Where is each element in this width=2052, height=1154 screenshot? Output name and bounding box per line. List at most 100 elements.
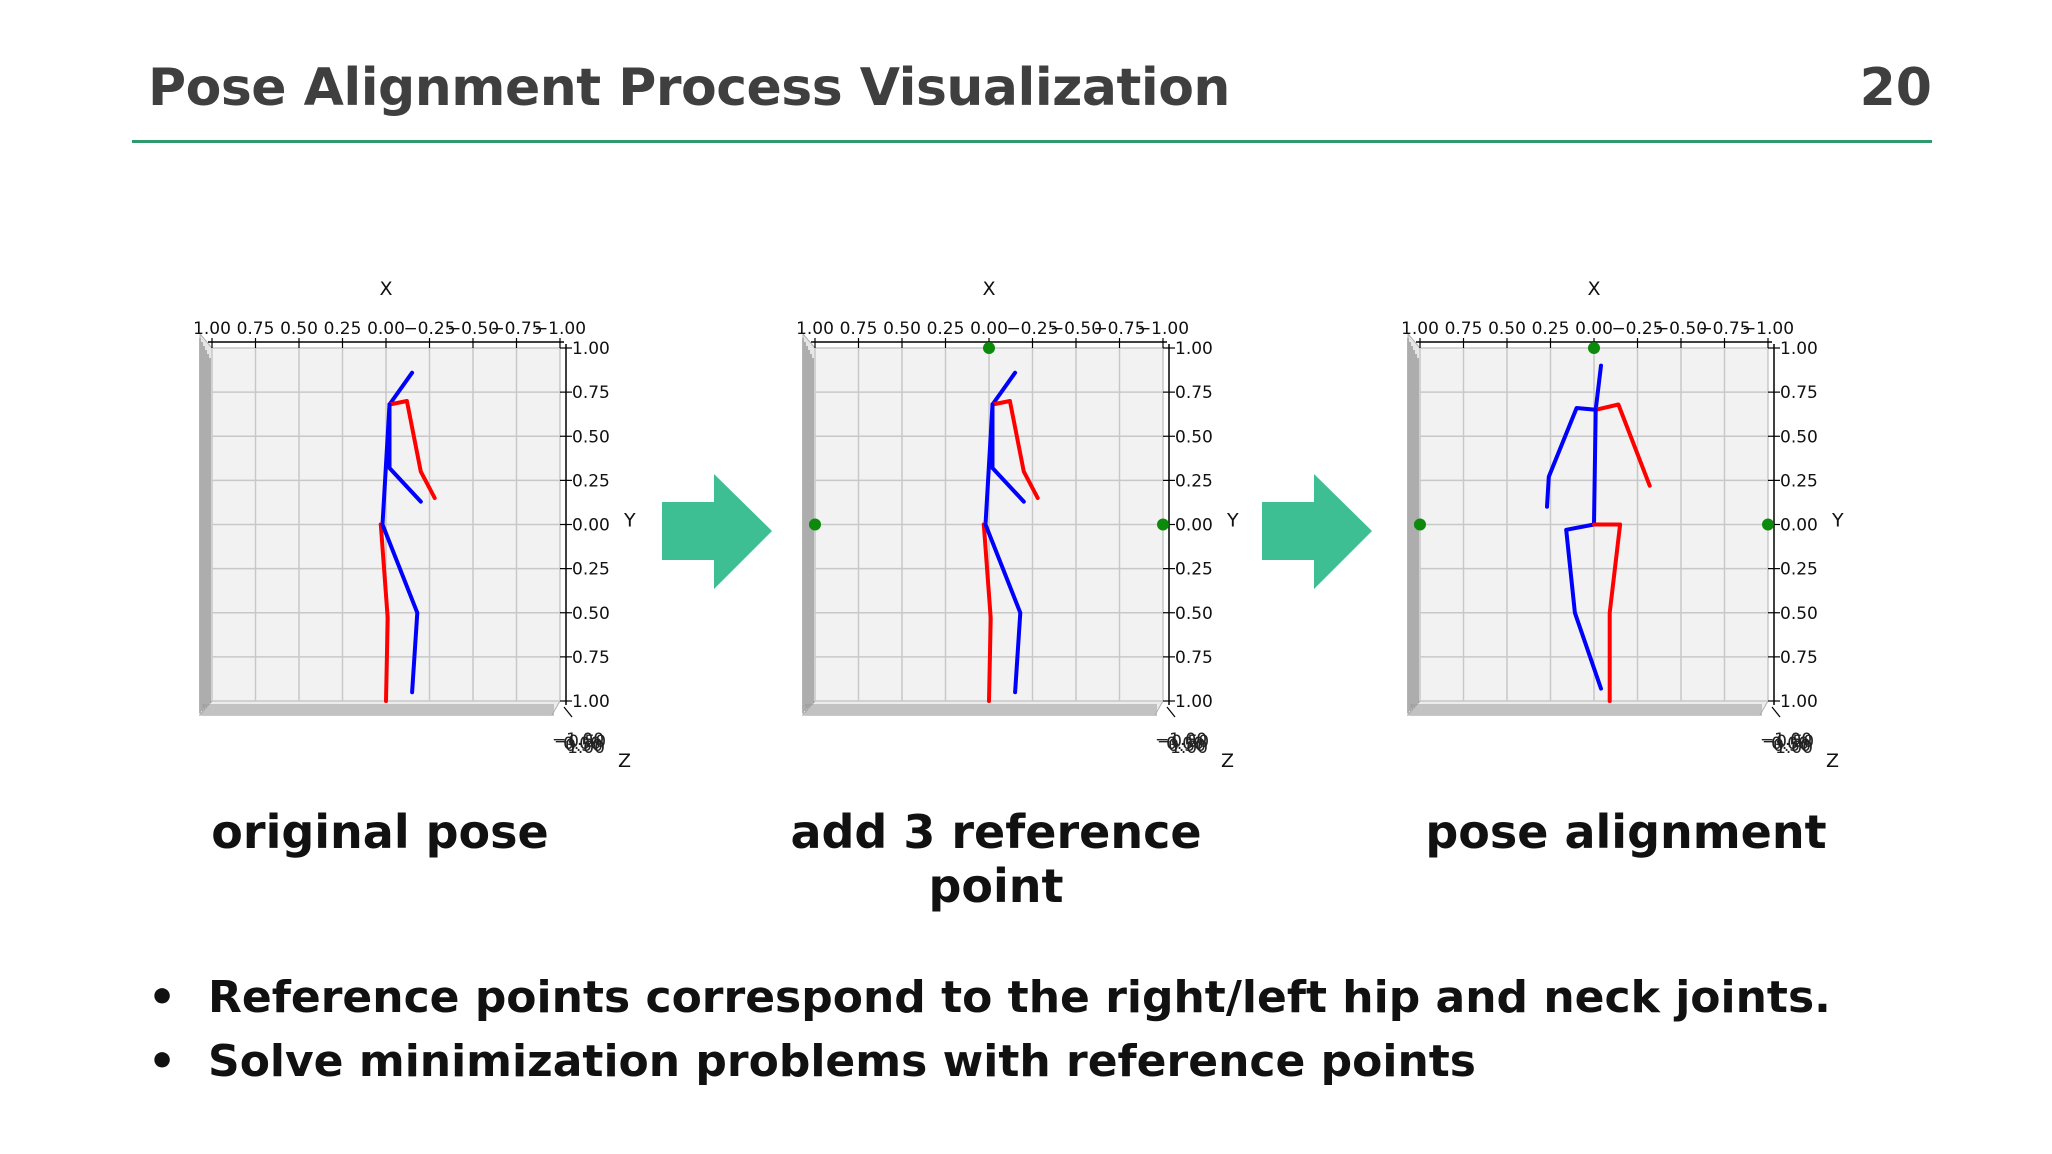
z-tick-label: −0.50 (1762, 732, 1814, 752)
skeleton-segment (1545, 406, 1598, 509)
bullet-text: Solve minimization problems with referen… (208, 1036, 1476, 1087)
page-number: 20 (1859, 58, 1932, 118)
reference-point (1414, 518, 1426, 531)
bullet-list: • Reference points correspond to the rig… (140, 966, 1831, 1094)
z-tick-label: −0.50 (554, 732, 606, 752)
z-axis-label: Z (1826, 750, 1839, 772)
y-tick-label: 0.75 (572, 383, 610, 403)
x-tick-label: −0.75 (1093, 319, 1145, 339)
x-tick-label: 1.00 (1401, 319, 1439, 339)
z-tick-label: −1.00 (1155, 730, 1207, 750)
arrow-shape (662, 474, 772, 589)
x-tick-label: 0.00 (970, 319, 1008, 339)
skeleton-segment (990, 399, 1040, 500)
y-tick-label: 0.25 (1175, 471, 1213, 491)
y-tick-label: 0.75 (1175, 648, 1213, 668)
y-tick-label: 1.00 (1780, 339, 1818, 359)
x-tick-label: 0.25 (324, 319, 362, 339)
x-tick-label: 0.75 (840, 319, 878, 339)
skeleton-segment (983, 402, 995, 527)
x-tick-label: −0.75 (490, 319, 542, 339)
x-tick-label: −0.25 (1611, 319, 1663, 339)
z-axis-line (1771, 706, 1781, 718)
skeleton-segment (387, 399, 437, 500)
z-tick-label: −0.50 (1157, 732, 1209, 752)
x-tick-label: 0.25 (1532, 319, 1570, 339)
x-tick-label: 0.00 (367, 319, 405, 339)
x-tick-label: 0.50 (280, 319, 318, 339)
y-tick-label: 1.00 (1175, 339, 1213, 359)
bullet-marker: • (148, 1036, 177, 1087)
z-tick-label: −1.00 (552, 730, 604, 750)
z-tick-label: 0.50 (565, 736, 603, 756)
arrow-shape (1262, 474, 1372, 589)
y-axis-label: Y (623, 510, 636, 532)
x-tick-label: 1.00 (796, 319, 834, 339)
skeleton-segment (387, 370, 415, 407)
reference-point (983, 342, 995, 354)
z-tick-label: 0.50 (1168, 736, 1206, 756)
title-underline (132, 140, 1932, 143)
y-tick-label: 0.75 (1780, 383, 1818, 403)
x-tick-label: −0.50 (1655, 319, 1707, 339)
x-axis-label: X (379, 278, 392, 300)
z-tick-label: 0.00 (1771, 734, 1809, 754)
skeleton-segment (1593, 402, 1652, 488)
caption-original-pose: original pose (211, 805, 549, 859)
z-axis-line (563, 706, 573, 718)
caption-pose-alignment: pose alignment (1425, 805, 1827, 859)
x-tick-label: −0.50 (447, 319, 499, 339)
caption-add-reference: add 3 reference point (790, 805, 1202, 913)
y-tick-label: 1.00 (1780, 692, 1818, 712)
reference-point (1157, 518, 1169, 531)
skeleton-segment (380, 522, 420, 695)
x-axis-label: X (982, 278, 995, 300)
x-tick-label: −1.00 (1137, 319, 1189, 339)
bullet-item: • Solve minimization problems with refer… (140, 1030, 1831, 1094)
z-tick-label: 0.50 (1773, 736, 1811, 756)
skeleton-segment (1564, 522, 1603, 691)
skeleton-segment (1593, 363, 1603, 412)
y-tick-label: 0.00 (1175, 516, 1213, 536)
y-axis-label: Y (1226, 510, 1239, 532)
right-arrow-icon (662, 474, 772, 589)
y-tick-label: 0.00 (572, 516, 610, 536)
y-tick-label: 0.25 (572, 560, 610, 580)
y-tick-label: 0.00 (1780, 516, 1818, 536)
bullet-marker: • (148, 972, 177, 1023)
y-tick-label: 0.50 (1175, 604, 1213, 624)
z-tick-label: 1.00 (1775, 738, 1813, 758)
bullet-item: • Reference points correspond to the rig… (140, 966, 1831, 1030)
y-tick-label: 0.50 (1175, 427, 1213, 447)
y-axis-label: Y (1831, 510, 1844, 532)
y-tick-label: 0.25 (1175, 560, 1213, 580)
skeleton-segment (981, 522, 993, 703)
x-tick-label: 0.00 (1575, 319, 1613, 339)
x-tick-label: −1.00 (1742, 319, 1794, 339)
y-tick-label: 0.50 (572, 604, 610, 624)
y-tick-label: 0.50 (1780, 427, 1818, 447)
z-axis-line (1166, 706, 1176, 718)
y-tick-label: 1.00 (1175, 692, 1213, 712)
x-tick-label: 0.25 (927, 319, 965, 339)
skeleton-segment (378, 522, 390, 703)
skeleton-segment (1592, 407, 1598, 527)
z-axis-label: Z (1221, 750, 1234, 772)
x-tick-label: −0.25 (1006, 319, 1058, 339)
x-tick-label: −1.00 (534, 319, 586, 339)
skeleton-segment (1592, 522, 1623, 703)
x-axis-label: X (1587, 278, 1600, 300)
skeleton-segment (983, 522, 1023, 695)
skeleton-segment (380, 402, 392, 527)
right-arrow-icon (1262, 474, 1372, 589)
z-tick-label: −1.00 (1760, 730, 1812, 750)
y-tick-label: 0.25 (572, 471, 610, 491)
x-tick-label: −0.50 (1050, 319, 1102, 339)
y-tick-label: 0.25 (1780, 560, 1818, 580)
y-tick-label: 0.50 (1780, 604, 1818, 624)
